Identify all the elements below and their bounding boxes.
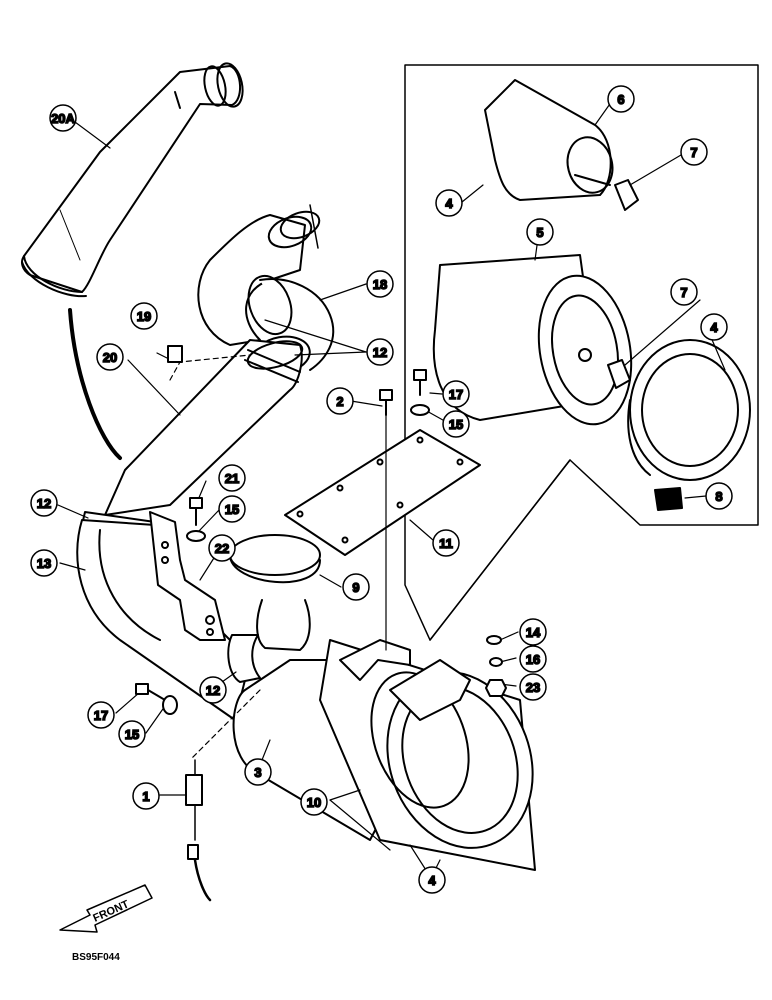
callout-5-label: 5 [536, 225, 543, 240]
lockwasher-16 [489, 657, 503, 667]
callout-21: 21 [218, 464, 246, 492]
filter-element-5 [432, 254, 633, 426]
callout-15-mid: 15 [218, 495, 246, 523]
element-6 [484, 79, 614, 201]
callout-7-mid-label: 7 [680, 285, 687, 300]
callout-5: 5 [526, 218, 554, 246]
inset-frame [404, 64, 759, 641]
front-arrow [59, 884, 153, 933]
callout-12-top: 12 [366, 338, 394, 366]
washer-15-top [410, 404, 430, 416]
band-clamp-10b [389, 659, 471, 721]
callout-4-bottom: 4 [418, 866, 446, 894]
callout-10: 10 [300, 788, 328, 816]
air-cleaner-body-3 [232, 639, 536, 871]
arrow-20a-to-20 [68, 308, 122, 460]
callout-22: 22 [208, 534, 236, 562]
callout-1: 1 [132, 782, 160, 810]
callout-12-inlet-label: 12 [206, 683, 220, 698]
callout-3-label: 3 [254, 765, 261, 780]
callout-15-lower-label: 15 [125, 727, 139, 742]
plate-11 [284, 429, 481, 556]
callout-4-top: 4 [435, 189, 463, 217]
hose-elbow-18 [197, 204, 335, 375]
callout-6: 6 [607, 85, 635, 113]
callout-13: 13 [30, 549, 58, 577]
callout-17-top: 17 [442, 380, 470, 408]
callout-12-top-label: 12 [373, 345, 387, 360]
callout-9: 9 [342, 573, 370, 601]
callout-20: 20 [96, 343, 124, 371]
callout-18-label: 18 [373, 277, 387, 292]
bracket-22 [149, 511, 226, 641]
cover-4 [627, 339, 751, 481]
callout-23: 23 [519, 673, 547, 701]
clamp-12-inlet [227, 634, 261, 683]
callout-16-label: 16 [526, 652, 540, 667]
bolt-17-lower [135, 683, 166, 701]
bolt-2 [379, 389, 393, 416]
washer-14 [486, 635, 502, 645]
rain-cap-9 [229, 534, 321, 651]
callout-2-label: 2 [336, 394, 343, 409]
callout-4-top-label: 4 [445, 196, 453, 211]
callout-11: 11 [432, 529, 460, 557]
callout-21-label: 21 [225, 471, 239, 486]
callout-16: 16 [519, 645, 547, 673]
callout-9-label: 9 [352, 580, 359, 595]
callout-15-mid-label: 15 [225, 502, 239, 517]
nut-23 [485, 679, 507, 697]
callout-14: 14 [519, 618, 547, 646]
callout-17-top-label: 17 [449, 387, 463, 402]
intake-tube-20a [21, 62, 244, 298]
callout-8-label: 8 [715, 489, 722, 504]
callout-7-top-label: 7 [690, 145, 697, 160]
callout-4-mid: 4 [700, 313, 728, 341]
callout-18: 18 [366, 270, 394, 298]
callout-2: 2 [326, 387, 354, 415]
callout-1-label: 1 [142, 789, 149, 804]
callout-20a: 20A [49, 104, 77, 132]
callout-4-bottom-label: 4 [428, 873, 436, 888]
callout-12-inlet: 12 [199, 676, 227, 704]
callout-17-lower-label: 17 [94, 708, 108, 723]
band-clamp-10a [339, 639, 411, 681]
callout-8: 8 [705, 482, 733, 510]
callout-15-top: 15 [442, 410, 470, 438]
callout-7-mid: 7 [670, 278, 698, 306]
tube-20 [104, 339, 304, 516]
callout-20-label: 20 [103, 350, 117, 365]
callout-12-left: 12 [30, 489, 58, 517]
callout-17-lower: 17 [87, 701, 115, 729]
callout-15-lower: 15 [118, 720, 146, 748]
valve-8 [654, 487, 683, 511]
plug-19 [167, 345, 183, 363]
callout-11-label: 11 [439, 536, 453, 551]
callout-19-label: 19 [137, 309, 151, 324]
callout-7-top: 7 [680, 138, 708, 166]
washer-15-lower [162, 695, 178, 715]
callout-3: 3 [244, 758, 272, 786]
callouts: 20A 18 19 20 12 2 17 15 6 7 4 5 7 4 21 1… [30, 85, 733, 894]
callout-14-label: 14 [526, 625, 541, 640]
bolt-21 [189, 497, 203, 526]
callout-13-label: 13 [37, 556, 51, 571]
callout-6-label: 6 [617, 92, 624, 107]
callout-22-label: 22 [215, 541, 229, 556]
callout-23-label: 23 [526, 680, 540, 695]
bolt-17-top [413, 369, 427, 396]
washer-15-mid [186, 530, 206, 542]
callout-19: 19 [130, 302, 158, 330]
callout-4-mid-label: 4 [710, 320, 718, 335]
callout-20a-label: 20A [51, 111, 75, 126]
callout-15-top-label: 15 [449, 417, 463, 432]
figure-code: BS95F044 [72, 952, 120, 963]
callout-10-label: 10 [307, 795, 321, 810]
wing-nut-7 [607, 179, 639, 389]
callout-12-left-label: 12 [37, 496, 51, 511]
sensor-1 [185, 759, 212, 902]
